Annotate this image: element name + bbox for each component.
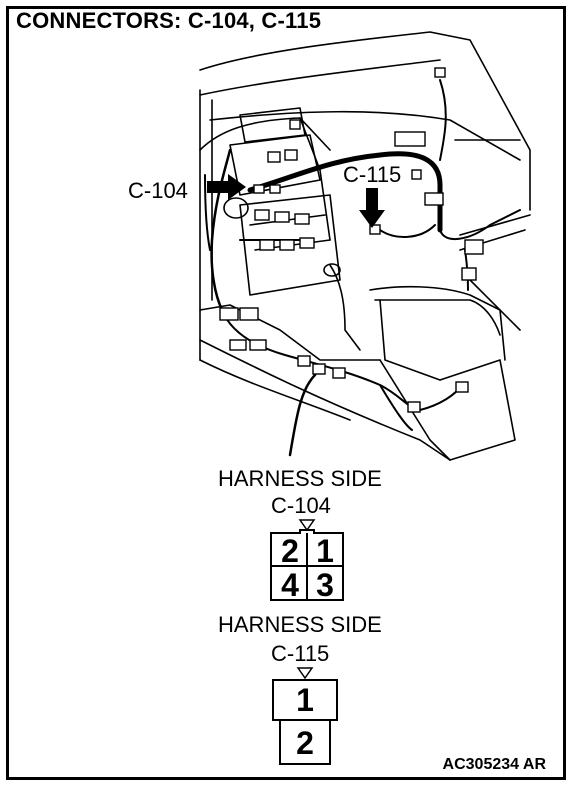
page-title: CONNECTORS: C-104, C-115 [16, 8, 322, 33]
figure-code: AC305234 AR [442, 756, 546, 773]
c115-pin-2: 2 [296, 725, 314, 761]
c115-callout-label: C-115 [343, 162, 402, 187]
c104-harness-side-label: HARNESS SIDE [218, 466, 382, 491]
figure-frame [6, 6, 566, 780]
c115-name-label: C-115 [271, 641, 330, 666]
c104-name-label: C-104 [271, 493, 331, 518]
c104-pin-4: 4 [281, 567, 299, 603]
c104-pin-3: 3 [316, 567, 334, 603]
c104-arrow-icon [207, 174, 246, 200]
c104-pin-1: 1 [316, 533, 334, 569]
c104-callout-label: C-104 [128, 178, 188, 203]
c115-arrow-icon [359, 188, 385, 228]
c104-pin-2: 2 [281, 533, 299, 569]
c115-pin-1: 1 [296, 682, 314, 718]
c115-harness-side-label: HARNESS SIDE [218, 612, 382, 637]
